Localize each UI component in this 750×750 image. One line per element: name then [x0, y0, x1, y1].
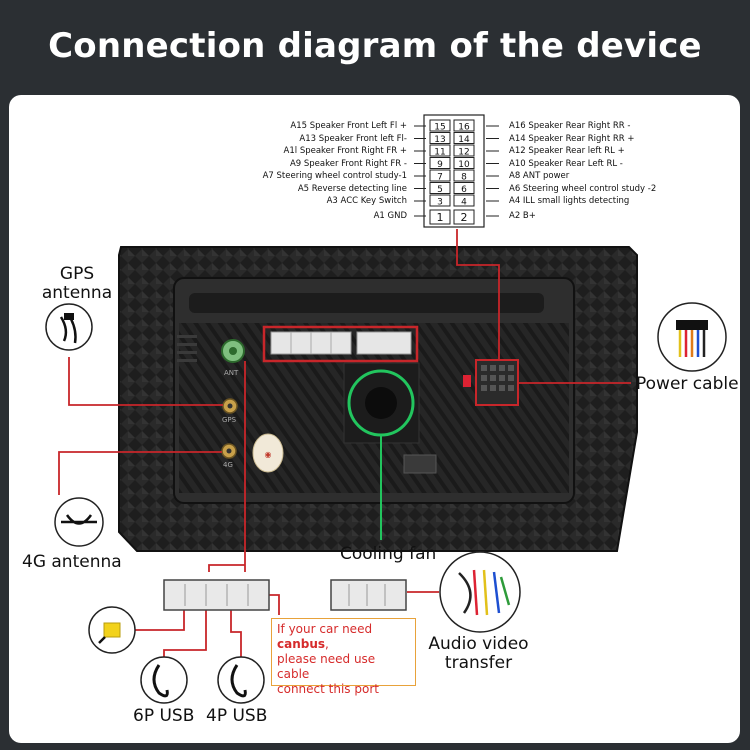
- pin-box: [453, 182, 475, 194]
- pin-label: A1l Speaker Front Right FR +: [283, 146, 407, 156]
- 4g-antenna-label: 4G antenna: [22, 552, 122, 572]
- gps-antenna-text: GPS antenna: [41, 264, 113, 303]
- note-text: connect this port: [277, 682, 379, 696]
- pin-label: A9 Speaker Front Right FR -: [289, 158, 407, 169]
- device-diagram: 15 13 11 9 7 5 3 1 16 14 12 10 8 6 4 2 ANT GPS: [45, 114, 727, 704]
- pin-label: A5 Reverse detecting line: [297, 183, 407, 194]
- power-port: [463, 359, 519, 406]
- pin-number: 10: [458, 160, 470, 170]
- 4g-marking: 4G: [223, 461, 233, 469]
- pin-box: [429, 169, 451, 182]
- ant-connector: [221, 339, 245, 363]
- page-title: Connection diagram of the device: [48, 26, 702, 66]
- 4p-usb-label: 4P USB: [206, 706, 268, 726]
- pin-number: 2: [461, 211, 468, 224]
- pin-number: 4: [461, 198, 467, 208]
- pin-box: [453, 169, 475, 182]
- pin-number: 3: [437, 198, 443, 208]
- pin-number: 14: [458, 135, 470, 145]
- usb-port: [403, 454, 437, 474]
- pin-number: 12: [458, 148, 469, 158]
- pin-box: [429, 119, 451, 132]
- pin-number: 5: [437, 185, 443, 195]
- pin-label: A8 ANT power: [509, 171, 570, 181]
- pin-label: A12 Speaker Rear left RL +: [509, 146, 625, 156]
- power-cable-label: Power cable: [636, 374, 739, 394]
- pin-number: 1: [437, 211, 444, 224]
- pin-number: 8: [461, 173, 467, 183]
- callout-lines: [58, 229, 631, 665]
- pin-box: [429, 194, 451, 207]
- yellow-video-plug-icon: [88, 606, 136, 654]
- gps-marking: GPS: [222, 416, 237, 424]
- svg-text:◉: ◉: [265, 450, 272, 459]
- pin-connector-diagram: 15 13 11 9 7 5 3 1 16 14 12 10 8 6 4 2: [414, 114, 499, 228]
- pin-label: A4 ILL small lights detecting: [509, 196, 630, 206]
- cooling-fan-label: Cooling fan: [340, 544, 437, 564]
- pin-label: A1 GND: [373, 211, 407, 221]
- pin-box: [429, 182, 451, 194]
- pin-number: 16: [458, 123, 470, 133]
- harness-ports: [262, 325, 419, 363]
- pin-box: [453, 209, 475, 225]
- 6p-usb-label: 6P USB: [133, 706, 195, 726]
- pin-box: [453, 194, 475, 207]
- pin-box: [429, 144, 451, 157]
- bottom-av-connector: [330, 579, 407, 611]
- pin-box: [429, 157, 451, 169]
- sticker: ◉: [252, 433, 284, 473]
- pin-label: A6 Steering wheel control study -2: [509, 183, 657, 194]
- note-text: ,: [325, 637, 329, 651]
- pin-box: [429, 132, 451, 144]
- pin-label: A2 B+: [509, 211, 536, 221]
- 6p-usb-cable-icon: [140, 656, 188, 704]
- pin-label: A16 Speaker Rear Right RR -: [509, 121, 631, 131]
- note-text: If your car need: [277, 622, 373, 636]
- pin-box: [429, 209, 451, 225]
- pin-number: 15: [434, 123, 445, 133]
- pin-box: [453, 157, 475, 169]
- note-text: please need use cable: [277, 652, 376, 681]
- pin-box: [453, 144, 475, 157]
- gps-antenna-icon: [45, 303, 93, 351]
- pin-box: [453, 132, 475, 144]
- pin-number: 7: [437, 173, 443, 183]
- note-emphasis: canbus: [277, 637, 326, 651]
- pin-label: A13 Speaker Front left Fl-: [299, 133, 407, 144]
- audio-video-cable-icon: [439, 551, 521, 633]
- bottom-usb-connector: [163, 579, 270, 611]
- audio-video-label: Audio video transfer: [428, 634, 529, 673]
- gps-antenna-label: GPS antenna: [37, 265, 117, 303]
- pin-box: [453, 119, 475, 132]
- canbus-note: If your car need canbus, please need use…: [271, 618, 416, 696]
- pin-number: 13: [434, 135, 445, 145]
- pin-label: A15 Speaker Front Left Fl +: [290, 121, 407, 131]
- power-cable-icon: [657, 302, 727, 372]
- pin-number: 6: [461, 185, 467, 195]
- ant-marking: ANT: [224, 369, 239, 377]
- pin-number: 11: [434, 148, 445, 158]
- diagram-panel: 15 13 11 9 7 5 3 1 16 14 12 10 8 6 4 2 ANT GPS: [9, 95, 740, 743]
- 4p-usb-cable-icon: [217, 656, 265, 704]
- pin-label: A7 Steering wheel control study-1: [262, 171, 407, 181]
- 4g-antenna-icon: [54, 497, 104, 547]
- pin-label: A14 Speaker Rear Right RR +: [509, 133, 635, 144]
- 4g-connector: [221, 443, 237, 459]
- pin-number: 9: [437, 160, 443, 170]
- pin-label: A3 ACC Key Switch: [326, 196, 407, 206]
- pin-label: A10 Speaker Rear Left RL -: [509, 158, 623, 169]
- cooling-fan: [343, 362, 420, 444]
- gps-connector: [222, 398, 238, 414]
